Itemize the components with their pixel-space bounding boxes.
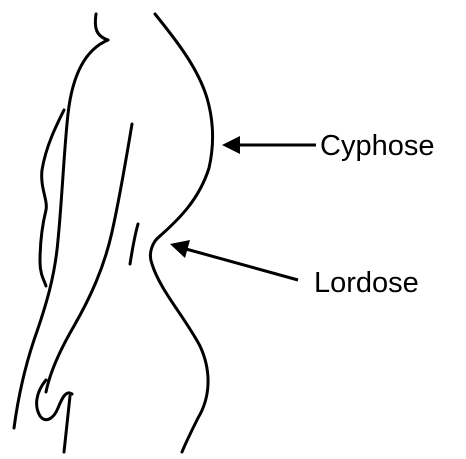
lordose-arrow bbox=[170, 240, 298, 280]
cyphose-arrow-head bbox=[222, 136, 240, 154]
shoulder-arm-contour bbox=[14, 40, 108, 428]
lordose-arrow-head bbox=[170, 240, 190, 258]
back-contour bbox=[150, 14, 212, 452]
lordose-label: Lordose bbox=[314, 267, 419, 299]
body-silhouette bbox=[14, 14, 213, 452]
cyphose-arrow bbox=[222, 136, 316, 154]
thigh-front-contour bbox=[64, 396, 70, 452]
inner-arm-contour bbox=[46, 124, 132, 392]
lordose-arrow-shaft bbox=[186, 249, 298, 280]
cyphose-label: Cyphose bbox=[320, 130, 434, 162]
chin-contour bbox=[95, 14, 108, 40]
waist-contour bbox=[130, 224, 138, 264]
